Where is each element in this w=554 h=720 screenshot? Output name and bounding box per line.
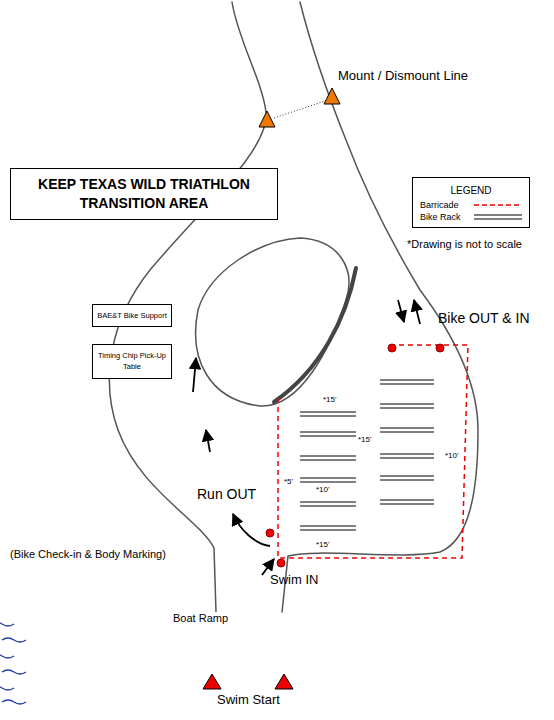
gate-dot xyxy=(277,559,285,567)
map-label: Mount / Dismount Line xyxy=(338,69,468,83)
table-box: Timing Chip Pick-Up Table xyxy=(92,344,172,379)
island-edge xyxy=(274,268,356,402)
bike-racks xyxy=(300,380,434,530)
road-edge xyxy=(282,2,478,612)
gate-dot xyxy=(436,344,444,352)
dimension: *15' xyxy=(357,436,373,445)
barricade-sample xyxy=(474,201,522,209)
legend-row: Bike Rack xyxy=(416,212,526,222)
flow-arrow xyxy=(398,300,404,322)
flow-arrow xyxy=(233,514,270,546)
island-outline xyxy=(196,238,349,406)
dimension: *10' xyxy=(315,486,331,495)
map-label: Swim IN xyxy=(270,573,318,587)
map-label: Run OUT xyxy=(197,487,256,502)
barricade xyxy=(278,345,468,558)
gate-dot xyxy=(266,529,274,537)
support-box: BAE&T Bike Support xyxy=(92,304,172,327)
dimension: *5' xyxy=(283,478,294,487)
map-label: Swim Start xyxy=(216,693,281,707)
swim-start-buoys xyxy=(203,674,293,689)
title-text: KEEP TEXAS WILD TRIATHLON TRANSITION ARE… xyxy=(21,175,267,213)
flow-arrow xyxy=(193,358,196,392)
map-label: Bike OUT & IN xyxy=(438,311,530,326)
map-label: Boat Ramp xyxy=(172,612,229,624)
dimension: *10' xyxy=(444,452,460,461)
dimension: *15' xyxy=(315,541,331,550)
water xyxy=(0,622,26,704)
legend-row: Barricade xyxy=(416,200,526,210)
dimension: *15' xyxy=(322,396,338,405)
node-text: LEGEND xyxy=(416,183,526,198)
legend-text: Barricade xyxy=(420,200,459,210)
flow-arrow xyxy=(206,430,210,452)
title-box: KEEP TEXAS WILD TRIATHLON TRANSITION ARE… xyxy=(10,168,278,220)
legend-text: Bike Rack xyxy=(420,212,461,222)
mount-line xyxy=(259,88,340,127)
gate-dot xyxy=(388,344,396,352)
node-text: Timing Chip Pick-Up Table xyxy=(96,350,168,373)
rack-sample xyxy=(474,213,522,221)
node-text: BAE&T Bike Support xyxy=(96,310,168,321)
map-label: (Bike Check-in & Body Marking) xyxy=(10,548,166,560)
note: *Drawing is not to scale xyxy=(407,238,522,250)
flow-arrow xyxy=(414,300,420,324)
legend-box: LEGEND BarricadeBike Rack xyxy=(412,177,530,228)
